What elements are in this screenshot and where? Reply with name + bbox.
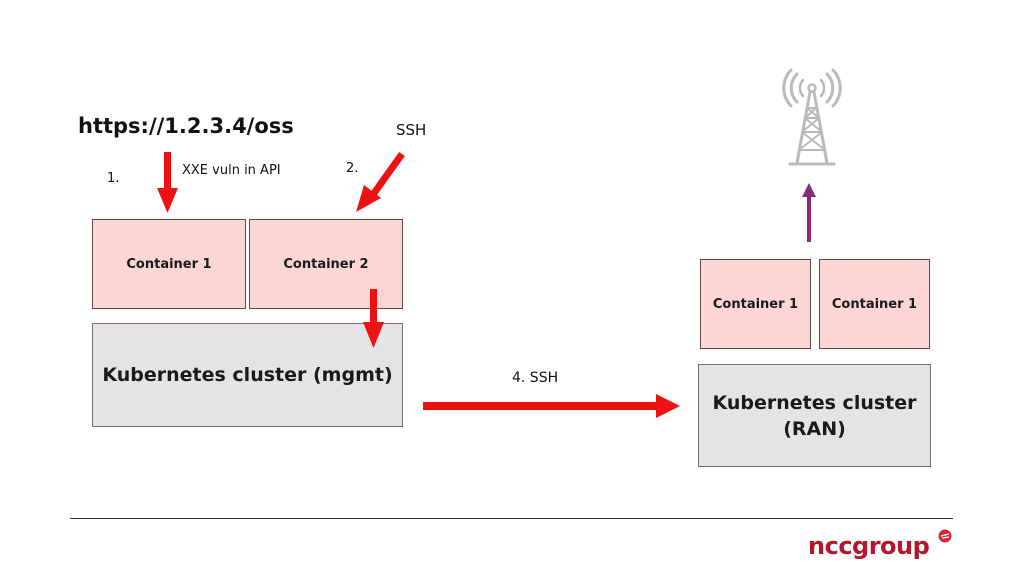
mgmt-cluster-label: Kubernetes cluster (mgmt): [102, 364, 393, 386]
nccgroup-logo: nccgroup: [808, 532, 930, 560]
logo-mark-icon: [938, 529, 952, 543]
radio-tower-icon: [782, 68, 842, 166]
arrow-step-3: [363, 289, 384, 348]
entry-url: https://1.2.3.4/oss: [78, 114, 294, 138]
ran-cluster: Kubernetes cluster (RAN): [698, 364, 931, 467]
mgmt-container-1-label: Container 1: [126, 256, 212, 272]
mgmt-cluster: Kubernetes cluster (mgmt): [92, 323, 403, 427]
ran-container-1-label: Container 1: [712, 296, 799, 312]
step-2-number: 2.: [346, 161, 359, 176]
step-1-number: 1.: [107, 171, 120, 186]
mgmt-container-2-label: Container 2: [283, 256, 369, 272]
ran-container-2: Container 1: [819, 259, 930, 349]
step-2-label: SSH: [396, 121, 427, 139]
ran-cluster-label-line1: Kubernetes cluster: [712, 391, 917, 414]
step-1-label: XXE vuln in API: [182, 163, 281, 178]
arrow-step-4: [423, 394, 680, 418]
arrow-uplink: [802, 183, 816, 242]
step-4-label: 4. SSH: [512, 370, 559, 386]
ran-container-2-label: Container 1: [831, 296, 918, 312]
footer-divider: [70, 518, 953, 519]
arrow-step-2: [356, 151, 405, 212]
mgmt-container-2: Container 2: [249, 219, 403, 309]
ran-cluster-label-line2: (RAN): [783, 417, 846, 440]
ran-container-1: Container 1: [700, 259, 811, 349]
logo-text: nccgroup: [808, 532, 930, 560]
arrow-step-1: [157, 152, 178, 213]
mgmt-container-1: Container 1: [92, 219, 246, 309]
